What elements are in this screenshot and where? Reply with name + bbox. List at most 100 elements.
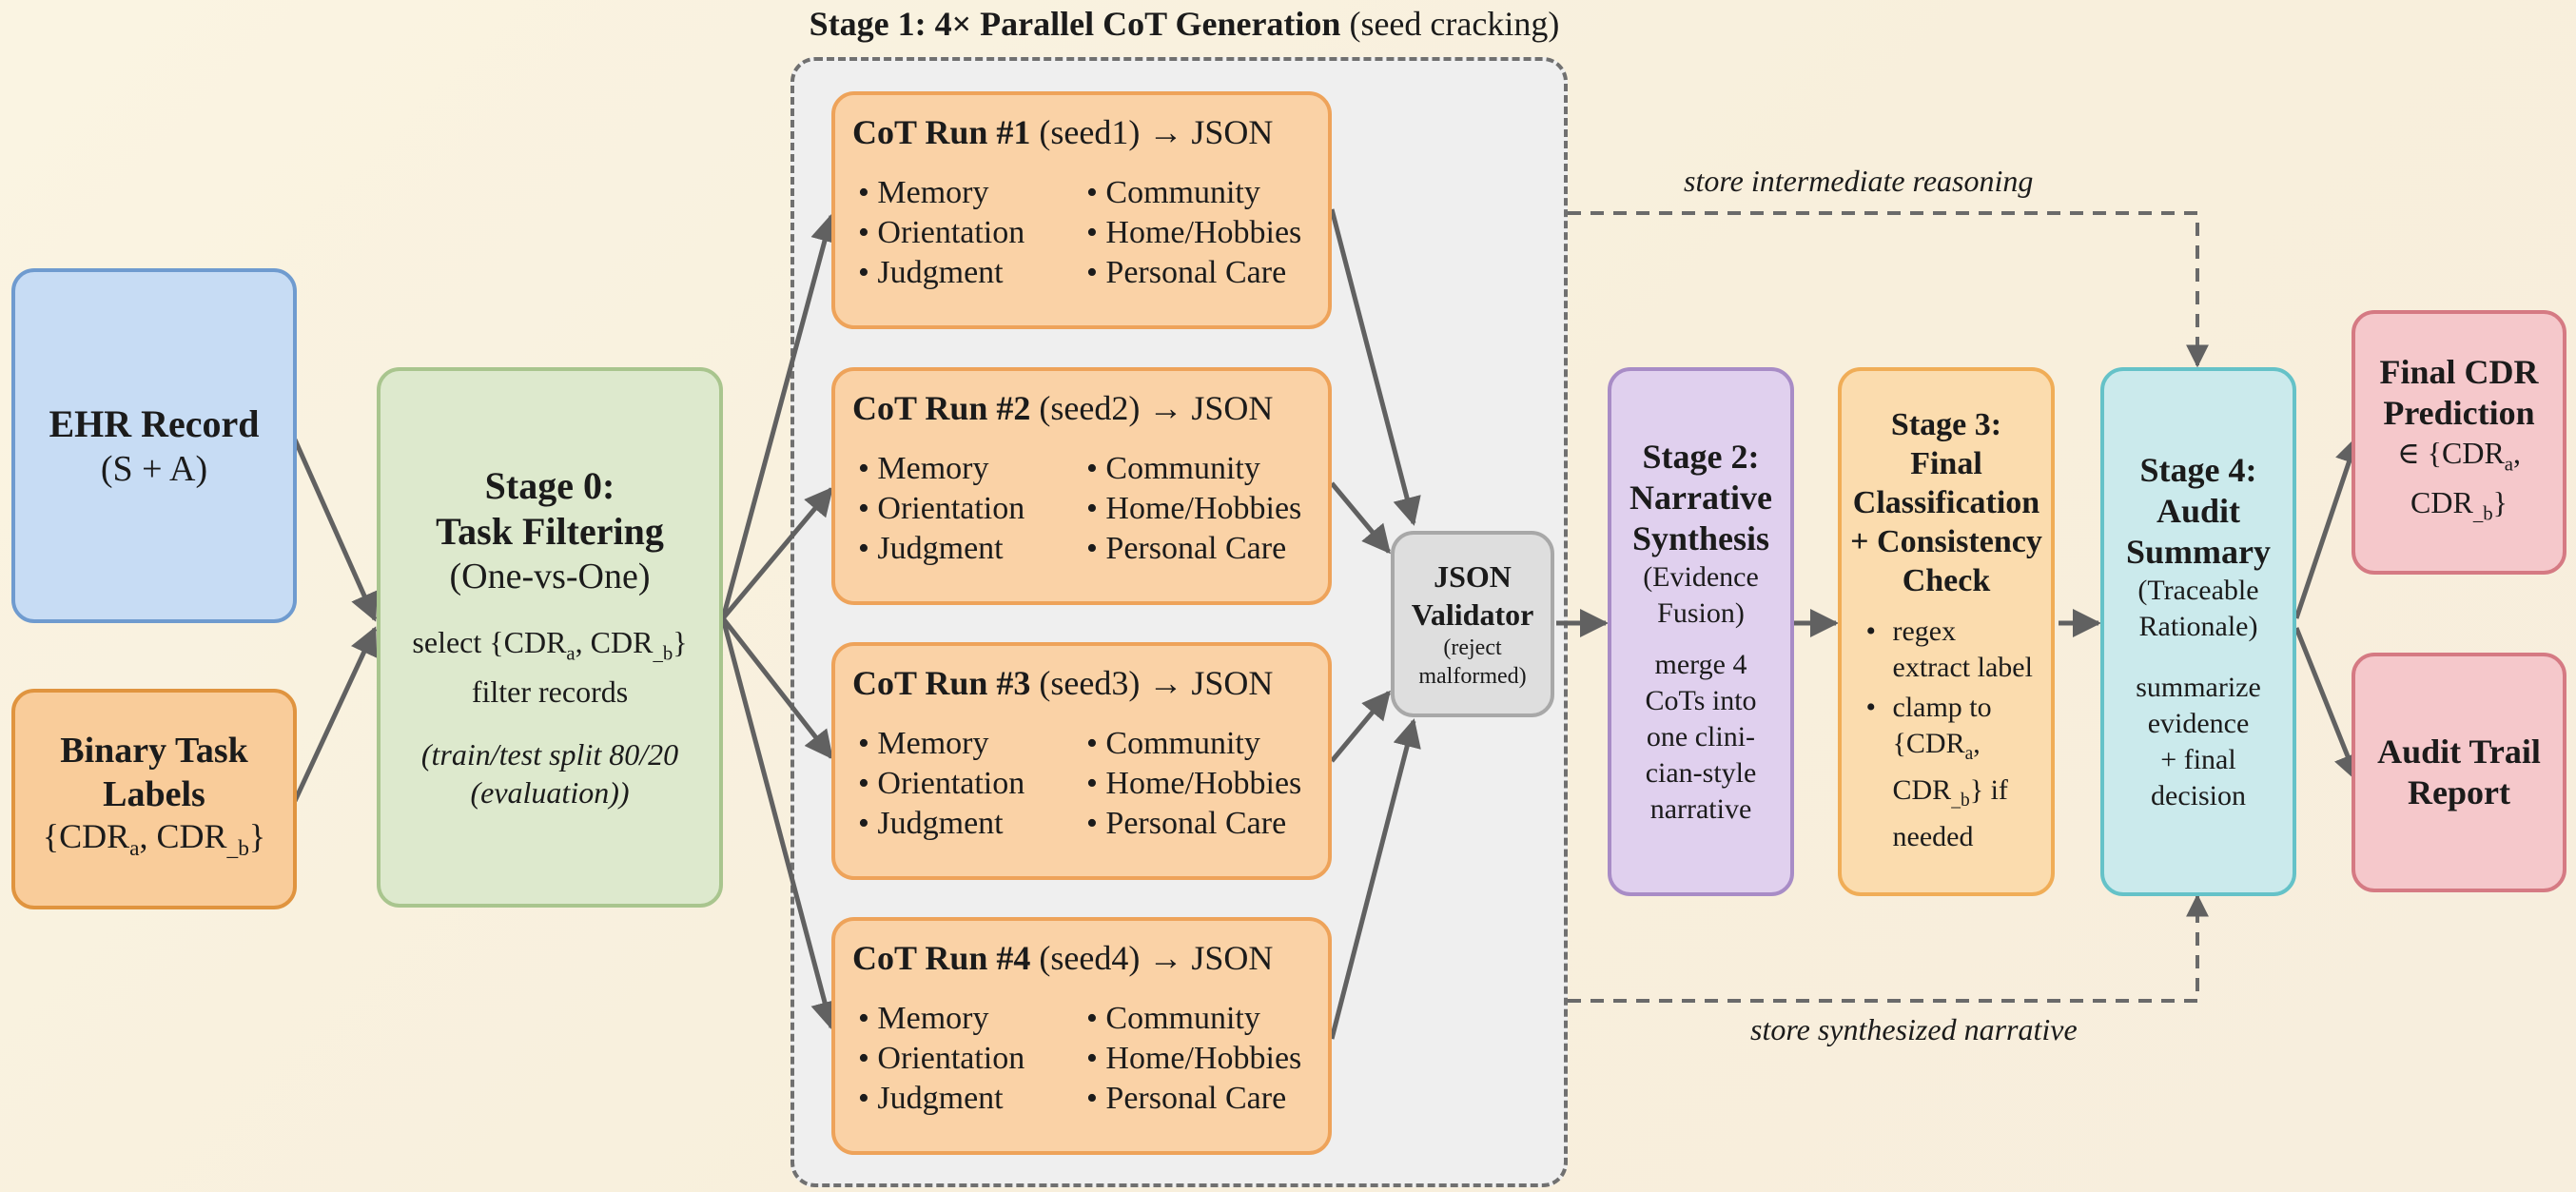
- stage0-subtitle: (One-vs-One): [449, 556, 651, 596]
- ehr-title: EHR Record: [49, 401, 260, 445]
- stage0-split-line2: (evaluation)): [470, 775, 630, 811]
- validator-line1: JSON: [1434, 559, 1512, 594]
- audit-line1: Audit Trail: [2377, 733, 2541, 771]
- cot-item: Judgment: [858, 529, 1086, 569]
- cot-item: Community: [1086, 449, 1334, 489]
- cot-item: Personal Care: [1086, 529, 1334, 569]
- final-set-line2: CDR_b}: [2410, 485, 2508, 525]
- arrow-stage0-to-cot4: [720, 617, 839, 1030]
- stage4-box: Stage 4: Audit Summary (Traceable Ration…: [2100, 367, 2296, 896]
- stage3-title-line2: Final: [1910, 445, 1982, 481]
- cot-item: Home/Hobbies: [1086, 213, 1334, 253]
- cot-item: Judgment: [858, 1079, 1086, 1119]
- cot-item: Personal Care: [1086, 1079, 1334, 1119]
- audit-trail-report-box: Audit Trail Report: [2352, 653, 2566, 892]
- edge-label-top: store intermediate reasoning: [1684, 164, 2034, 198]
- binary-task-labels-box: Binary Task Labels {CDRa, CDR_b}: [11, 689, 297, 909]
- labels-title-line2: Labels: [103, 773, 205, 814]
- stage3-title-line4: + Consistency: [1850, 523, 2042, 559]
- stage3-title-line3: Classification: [1852, 484, 2040, 520]
- stage2-body-line: one clini-: [1646, 720, 1756, 752]
- validator-line3: (reject: [1443, 635, 1502, 660]
- stage2-sub-line2: Fusion): [1657, 596, 1745, 629]
- stage3-box: Stage 3: Final Classification + Consiste…: [1838, 367, 2055, 896]
- stage2-body-line: CoTs into: [1645, 684, 1757, 716]
- cot-item: Memory: [858, 173, 1086, 213]
- stage1-title: Stage 1: 4× Parallel CoT Generation (see…: [761, 4, 1608, 44]
- stage2-box: Stage 2: Narrative Synthesis (Evidence F…: [1608, 367, 1794, 896]
- validator-line2: Validator: [1411, 597, 1534, 632]
- cot-run-4-header: CoT Run #4 (seed4) → JSON: [852, 939, 1274, 977]
- arrow-stage4-to-audit: [2293, 627, 2361, 783]
- arrow-stage0-to-cot1: [720, 213, 839, 619]
- stage2-body-line: narrative: [1649, 792, 1752, 825]
- cot-item: Home/Hobbies: [1086, 764, 1334, 804]
- stage0-box: Stage 0: Task Filtering (One-vs-One) sel…: [377, 367, 723, 908]
- stage2-title-line1: Stage 2:: [1642, 437, 1760, 476]
- stage0-select: select {CDRa, CDR_b}: [412, 624, 688, 665]
- arrow-stage0-to-cot2: [721, 486, 833, 620]
- stage2-title-line2: Narrative: [1630, 478, 1772, 517]
- stage2-body-line: merge 4: [1654, 648, 1747, 680]
- cot-item: Judgment: [858, 253, 1086, 293]
- cot-item: Home/Hobbies: [1086, 489, 1334, 529]
- cot-run-2: CoT Run #2 (seed2) → JSON Memory Communi…: [831, 367, 1332, 605]
- stage2-title-line3: Synthesis: [1631, 518, 1770, 557]
- cot-run-3-items: Memory Community Orientation Home/Hobbie…: [858, 724, 1334, 844]
- cot-item: Home/Hobbies: [1086, 1039, 1334, 1079]
- arrow-stage4-to-final: [2293, 435, 2363, 619]
- ehr-record-box: EHR Record (S + A): [11, 268, 297, 623]
- cot-item: Memory: [858, 449, 1086, 489]
- cot-run-3: CoT Run #3 (seed3) → JSON Memory Communi…: [831, 642, 1332, 880]
- stage2-body-line: cian-style: [1645, 756, 1757, 789]
- stage1-title-bold: Stage 1: 4× Parallel CoT Generation: [809, 5, 1341, 43]
- labels-set: {CDRa, CDR_b}: [42, 816, 266, 862]
- cot-run-4: CoT Run #4 (seed4) → JSON Memory Communi…: [831, 917, 1332, 1155]
- cot-run-1: CoT Run #1 (seed1) → JSON Memory Communi…: [831, 91, 1332, 329]
- cot-item: Orientation: [858, 489, 1086, 529]
- cot-run-2-header: CoT Run #2 (seed2) → JSON: [852, 389, 1274, 427]
- dashed-edge-bottom: [1568, 893, 2209, 1003]
- stage4-body-line: decision: [2151, 779, 2246, 811]
- arrow-cot3-to-validator: [1330, 690, 1391, 763]
- stage3-title-line5: Check: [1902, 562, 1991, 598]
- cot-item: Memory: [858, 724, 1086, 764]
- stage4-title-line1: Stage 4:: [2139, 450, 2257, 489]
- cot-item: Orientation: [858, 1039, 1086, 1079]
- json-validator-box: JSON Validator (reject malformed): [1391, 531, 1554, 717]
- final-set-line1: ∈ {CDRa,: [2396, 435, 2522, 475]
- stage4-body-line: evidence: [2147, 707, 2250, 739]
- stage3-title-line1: Stage 3:: [1890, 406, 2002, 442]
- stage0-title-line2: Task Filtering: [436, 509, 664, 553]
- cot-item: Orientation: [858, 764, 1086, 804]
- cot-item: Community: [1086, 724, 1334, 764]
- arrow-stage0-to-cot3: [721, 616, 833, 760]
- final-cdr-prediction-box: Final CDR Prediction ∈ {CDRa, CDR_b}: [2352, 310, 2566, 575]
- arrow-cot1-to-validator: [1329, 208, 1421, 526]
- arrow-cot4-to-validator: [1329, 718, 1421, 1040]
- stage4-body-line: + final: [2160, 743, 2236, 775]
- stage4-sub-line2: Rationale): [2138, 610, 2258, 642]
- arrow-cot2-to-validator: [1330, 481, 1391, 555]
- cot-item: Orientation: [858, 213, 1086, 253]
- cot-run-2-items: Memory Community Orientation Home/Hobbie…: [858, 449, 1334, 569]
- stage4-title-line3: Summary: [2126, 532, 2271, 571]
- stage2-sub-line1: (Evidence: [1643, 560, 1759, 593]
- arrow-labels-to-stage0: [292, 626, 378, 803]
- cot-item: Community: [1086, 173, 1334, 213]
- stage0-title-line1: Stage 0:: [484, 463, 615, 507]
- validator-line4: malformed): [1418, 664, 1527, 689]
- cot-item: Personal Care: [1086, 804, 1334, 844]
- stage1-title-normal: (seed cracking): [1349, 5, 1560, 43]
- audit-line2: Report: [2408, 773, 2510, 811]
- stage4-sub-line1: (Traceable: [2137, 574, 2259, 606]
- edge-label-bottom: store synthesized narrative: [1750, 1012, 2078, 1046]
- final-title-line2: Prediction: [2383, 393, 2535, 432]
- ehr-subtitle: (S + A): [100, 448, 208, 489]
- cot-item: Personal Care: [1086, 253, 1334, 293]
- cot-run-1-items: Memory Community Orientation Home/Hobbie…: [858, 173, 1334, 293]
